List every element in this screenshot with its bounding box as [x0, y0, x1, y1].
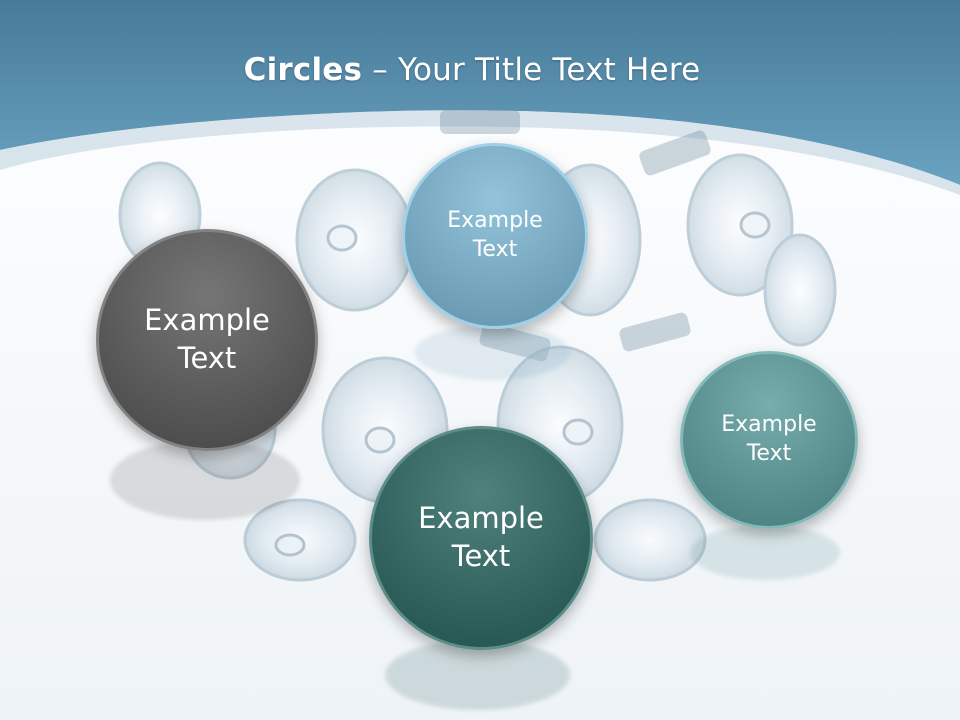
title-bold: Circles	[243, 52, 363, 88]
title-rest: – Your Title Text Here	[362, 52, 701, 88]
megaphones-illustration	[118, 110, 837, 582]
bubble-label: Example Text	[418, 501, 544, 573]
bubble-label: Example Text	[144, 303, 270, 375]
bubble-reflection	[110, 440, 300, 520]
bubble-reflection	[385, 640, 570, 710]
bubble-light-blue[interactable]: Example Text	[402, 143, 588, 329]
bubble-dark-teal[interactable]: Example Text	[369, 426, 593, 650]
bubble-teal[interactable]: Example Text	[680, 351, 858, 529]
bubble-reflection	[415, 325, 570, 380]
bubble-reflection	[690, 525, 840, 580]
slide-title: Circles – Your Title Text Here	[0, 52, 944, 88]
bubble-label: Example Text	[447, 208, 543, 262]
bubble-dark-gray[interactable]: Example Text	[96, 229, 318, 451]
bubble-label: Example Text	[721, 412, 817, 466]
